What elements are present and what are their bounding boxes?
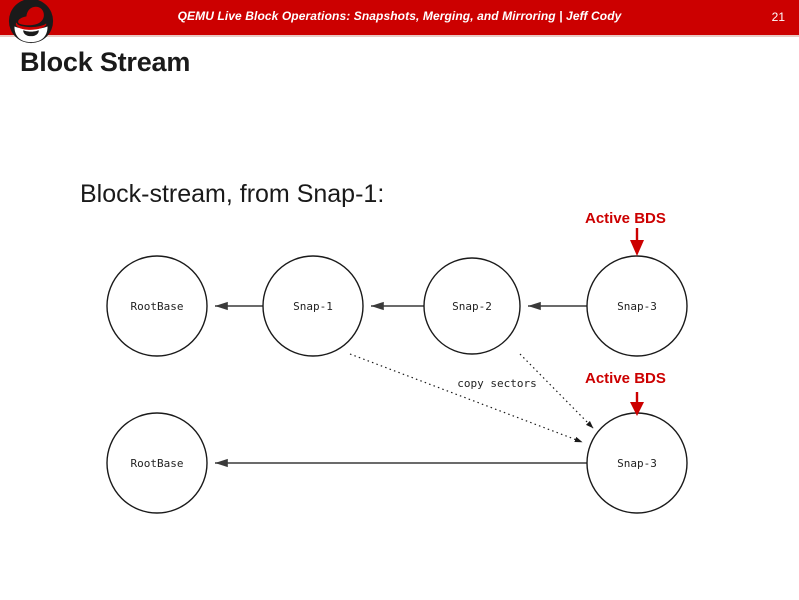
node-top-snap1[interactable]: Snap-1 xyxy=(262,255,364,357)
copy-sectors-label: copy sectors xyxy=(457,377,536,390)
node-top-snap2[interactable]: Snap-2 xyxy=(423,257,521,355)
node-top-snap3[interactable]: Snap-3 xyxy=(586,255,688,357)
page-number: 21 xyxy=(771,10,785,24)
node-circle xyxy=(106,255,208,357)
node-circle xyxy=(423,257,521,355)
node-label: Snap-2 xyxy=(452,300,492,313)
header-bar xyxy=(0,0,799,35)
node-label: RootBase xyxy=(131,300,184,313)
node-label: Snap-1 xyxy=(293,300,333,313)
page-title: Block Stream xyxy=(20,47,191,77)
node-label: RootBase xyxy=(131,457,184,470)
red-hat-shadowman-logo xyxy=(8,0,54,44)
edge-copy-sectors-from-snap2 xyxy=(519,353,594,429)
presentation-title: QEMU Live Block Operations: Snapshots, M… xyxy=(177,9,622,23)
slide-subtitle: Block-stream, from Snap-1: xyxy=(80,180,385,208)
active-bds-label-top: Active BDS xyxy=(585,210,666,227)
node-circle xyxy=(262,255,364,357)
edge-copy-sectors-from-snap1 xyxy=(349,353,583,443)
node-bottom-snap3[interactable]: Snap-3 xyxy=(586,412,688,514)
node-top-rootbase[interactable]: RootBase xyxy=(106,255,208,357)
node-label: Snap-3 xyxy=(617,300,657,313)
header-underline xyxy=(0,35,799,37)
node-bottom-rootbase[interactable]: RootBase xyxy=(106,412,208,514)
node-label: Snap-3 xyxy=(617,457,657,470)
active-bds-arrow-bottom xyxy=(630,392,644,416)
active-bds-label-bottom: Active BDS xyxy=(585,370,666,387)
node-circle xyxy=(106,412,208,514)
active-bds-arrow-top xyxy=(630,228,644,256)
